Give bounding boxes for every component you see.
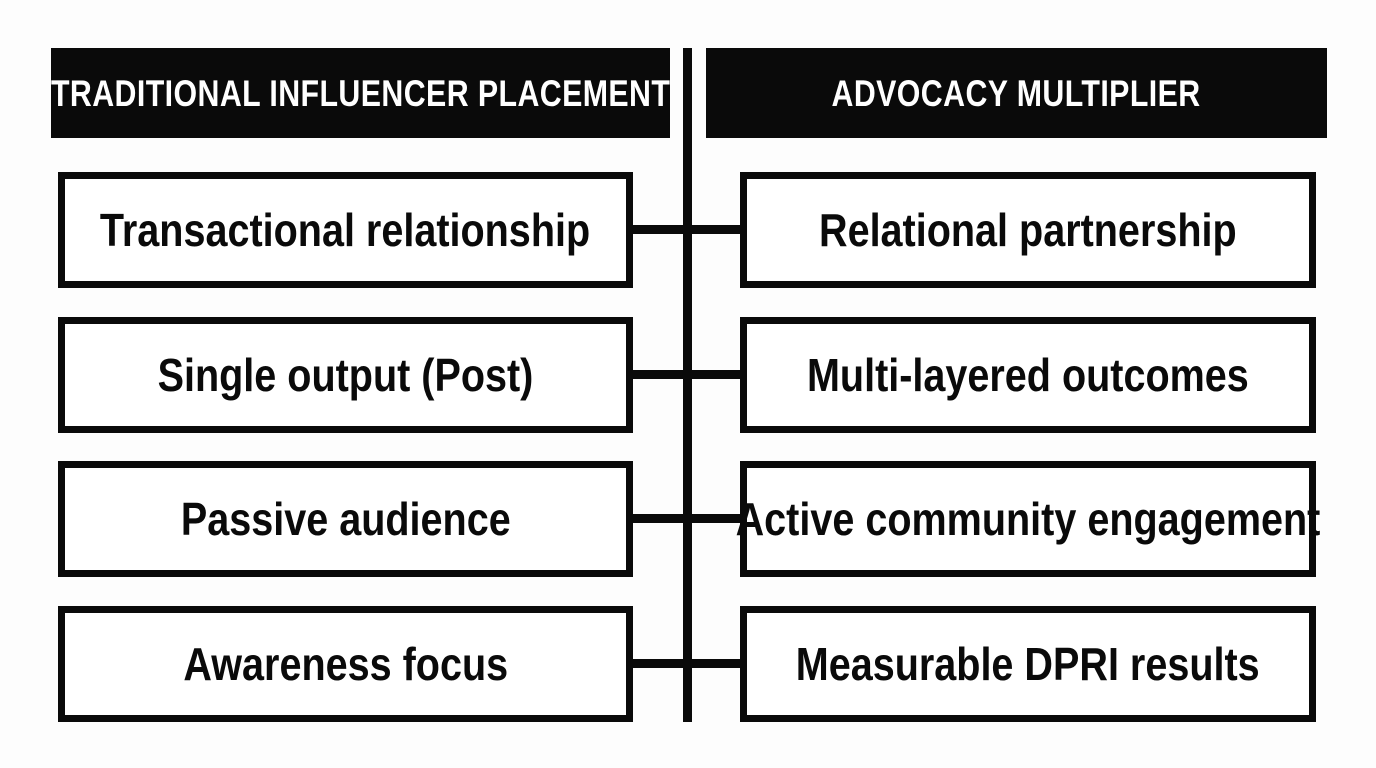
- traditional-item-box: Single output (Post): [58, 317, 633, 433]
- advocacy-item-box: Multi-layered outcomes: [740, 317, 1316, 433]
- traditional-item-label: Single output (Post): [157, 349, 534, 401]
- traditional-item-label: Passive audience: [180, 493, 511, 545]
- traditional-item-box: Awareness focus: [58, 606, 633, 722]
- advocacy-item-box: Measurable DPRI results: [740, 606, 1316, 722]
- connector-left-segment: [633, 370, 687, 379]
- comparison-row: Transactional relationship Relational pa…: [0, 172, 1376, 288]
- advocacy-item-label: Active community engagement: [735, 493, 1321, 545]
- connector-right-segment: [688, 514, 742, 523]
- traditional-item-box: Passive audience: [58, 461, 633, 577]
- advocacy-item-label: Multi-layered outcomes: [807, 349, 1249, 401]
- center-divider-line: [683, 48, 692, 722]
- connector-left-segment: [633, 225, 687, 234]
- comparison-row: Single output (Post) Multi-layered outco…: [0, 317, 1376, 433]
- column-header-advocacy: ADVOCACY MULTIPLIER: [706, 48, 1327, 138]
- advocacy-item-box: Relational partnership: [740, 172, 1316, 288]
- column-header-advocacy-label: ADVOCACY MULTIPLIER: [831, 72, 1202, 114]
- traditional-item-label: Awareness focus: [183, 638, 508, 690]
- column-header-traditional-label: TRADITIONAL INFLUENCER PLACEMENT: [50, 72, 671, 114]
- comparison-row: Awareness focus Measurable DPRI results: [0, 606, 1376, 722]
- traditional-item-label: Transactional relationship: [100, 204, 591, 256]
- connector-right-segment: [688, 370, 742, 379]
- comparison-row: Passive audience Active community engage…: [0, 461, 1376, 577]
- connector-left-segment: [633, 514, 687, 523]
- connector-right-segment: [688, 659, 742, 668]
- connector-left-segment: [633, 659, 687, 668]
- column-header-traditional: TRADITIONAL INFLUENCER PLACEMENT: [51, 48, 670, 138]
- advocacy-item-box: Active community engagement: [736, 461, 1320, 577]
- traditional-item-box: Transactional relationship: [58, 172, 633, 288]
- advocacy-item-label: Measurable DPRI results: [796, 638, 1260, 690]
- advocacy-item-label: Relational partnership: [819, 204, 1237, 256]
- connector-right-segment: [688, 225, 742, 234]
